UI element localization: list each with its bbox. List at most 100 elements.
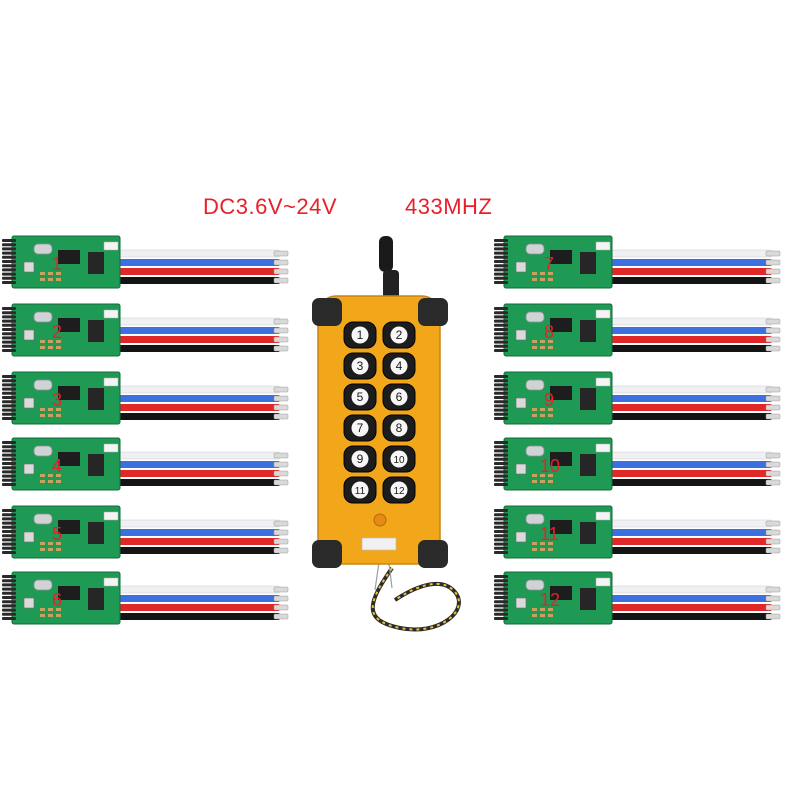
wire-tip [273,345,289,352]
receiver-number-label: 8 [544,322,554,342]
wire-tip [765,538,781,545]
wire [112,268,280,275]
chip [580,252,596,274]
wire-tip [273,452,289,459]
wire-tip [273,413,289,420]
corner-bumper [312,540,342,568]
connector [595,309,611,319]
remote-button: 5 [343,383,377,411]
chip [58,586,80,600]
chip [88,388,104,410]
wire-tip [765,547,781,554]
receiver-module: 1 [2,235,289,289]
receiver-number-label: 4 [52,456,62,476]
wire [111,249,281,258]
wire-tip [765,604,781,611]
button-number: 10 [393,455,405,466]
button-number-disc [351,450,369,468]
chip [88,320,104,342]
receiver-number-label: 9 [544,390,554,410]
chip [58,452,80,466]
wire [112,345,280,352]
crystal-component [525,379,545,391]
wire [604,395,772,402]
wire-tip [273,586,289,593]
remote-button: 4 [382,352,416,380]
button-number: 5 [357,390,364,404]
wire [112,547,280,554]
wire [112,277,280,284]
connector [595,443,611,453]
chip [580,320,596,342]
wire-tip [765,386,781,393]
wire [604,259,772,266]
receiver-number-label: 3 [52,390,62,410]
wire [112,538,280,545]
wire-tip [273,277,289,284]
receiver-module: 3 [2,371,289,425]
remote-button: 1 [343,321,377,349]
voltage-spec: DC3.6V~24V [203,194,338,219]
receiver-module: 12 [494,571,781,625]
crystal-component [525,311,545,323]
wire-tip [273,336,289,343]
wire [112,595,280,602]
button-number-disc [390,326,408,344]
chip [88,252,104,274]
button-number: 3 [357,359,364,373]
chip [88,588,104,610]
chip [58,318,80,332]
receiver-number-label: 12 [540,590,560,610]
button-number-disc [351,419,369,437]
learn-button [23,329,35,341]
wire-tip [765,613,781,620]
wire-tip [273,461,289,468]
corner-bumper [418,298,448,326]
button-number-disc [351,388,369,406]
learn-button [515,463,527,475]
receiver-number-label: 6 [52,590,62,610]
wire-tip [273,529,289,536]
receiver-module: 5 [2,505,289,559]
wire-tip [273,268,289,275]
antenna-coil [2,509,16,554]
connector [103,443,119,453]
wire-tip [765,250,781,257]
antenna-coil [494,509,508,554]
wire-tip [765,470,781,477]
wire-tip [273,613,289,620]
remote-button: 2 [382,321,416,349]
learn-button [515,261,527,273]
antenna-coil [494,307,508,352]
chip [580,388,596,410]
learn-button [515,329,527,341]
antenna-coil [2,441,16,486]
crystal-component [525,513,545,525]
button-number-disc [390,481,408,499]
wire [604,268,772,275]
wire-tip [273,259,289,266]
learn-button [515,531,527,543]
lanyard [370,566,461,632]
label-plate [361,537,397,551]
wire-tip [765,529,781,536]
wire-tip [273,520,289,527]
wire-tip [273,547,289,554]
wire-tip [765,586,781,593]
wire-tip [765,336,781,343]
wire [604,345,772,352]
wire [603,451,773,460]
antenna-coil [494,575,508,620]
button-number-disc [351,357,369,375]
crystal-component [33,445,53,457]
remote-button: 8 [382,414,416,442]
learn-button [23,531,35,543]
wire [604,538,772,545]
wire-tip [765,327,781,334]
antenna [379,236,393,272]
wire [112,613,280,620]
wire [604,413,772,420]
button-number: 1 [357,328,364,342]
wire-tip [273,479,289,486]
button-number-disc [390,388,408,406]
